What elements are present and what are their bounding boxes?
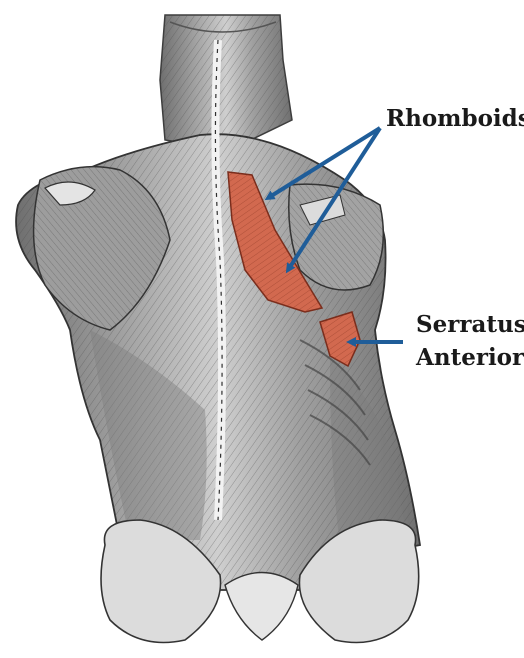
serratus-anterior-label-line2: Anterior [416, 343, 524, 373]
neck [160, 15, 292, 150]
rhomboids-label: Rhomboids [386, 104, 524, 134]
serratus-anterior-label-line1: Serratus [416, 310, 524, 340]
